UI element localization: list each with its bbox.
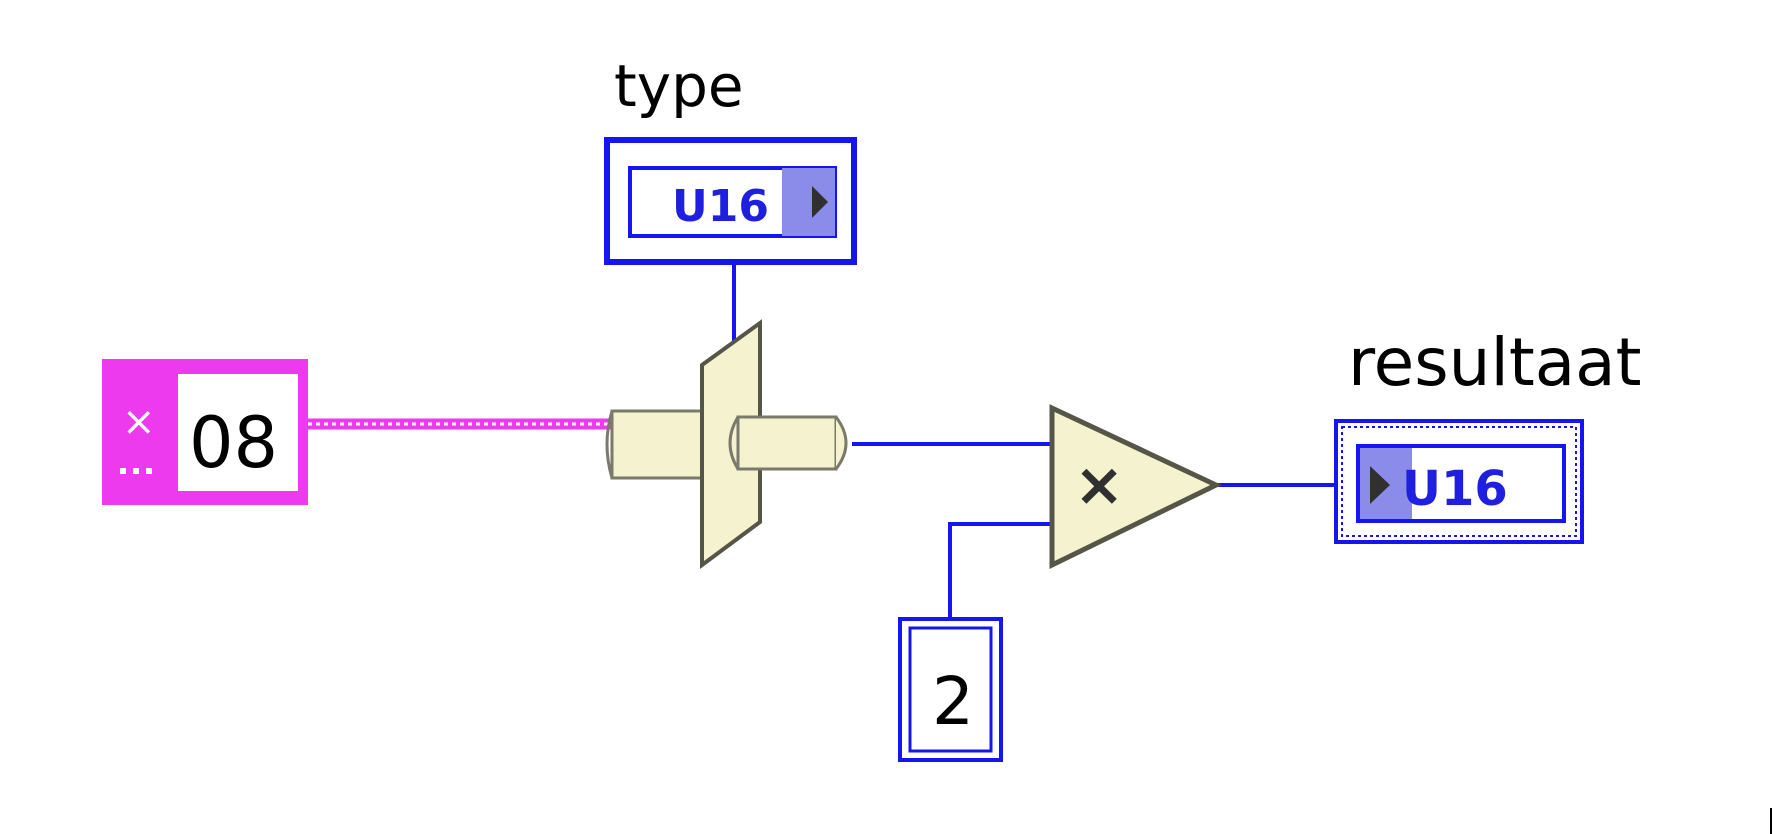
result-indicator-value: U16	[1402, 461, 1508, 517]
string-constant[interactable]: × 08	[102, 359, 308, 505]
string-constant-value: 08	[189, 402, 278, 484]
type-constant[interactable]: U16	[604, 137, 857, 265]
type-label: type	[614, 52, 744, 120]
number-constant-value: 2	[932, 663, 974, 740]
input-terminal-icon	[1370, 466, 1390, 504]
multiply-icon[interactable]: ×	[1049, 404, 1222, 570]
constant-two-wire[interactable]	[948, 522, 1052, 619]
type-constant-value: U16	[672, 181, 769, 232]
result-indicator[interactable]: U16	[1334, 419, 1584, 544]
ellipsis-icon	[120, 468, 152, 474]
dropdown-arrow-icon[interactable]	[812, 186, 828, 218]
multiply-symbol: ×	[1074, 450, 1124, 520]
result-label: resultaat	[1348, 324, 1642, 401]
typecast-icon[interactable]	[605, 319, 848, 569]
number-constant[interactable]: 2	[898, 617, 1003, 762]
hex-display-icon: ×	[122, 399, 156, 445]
